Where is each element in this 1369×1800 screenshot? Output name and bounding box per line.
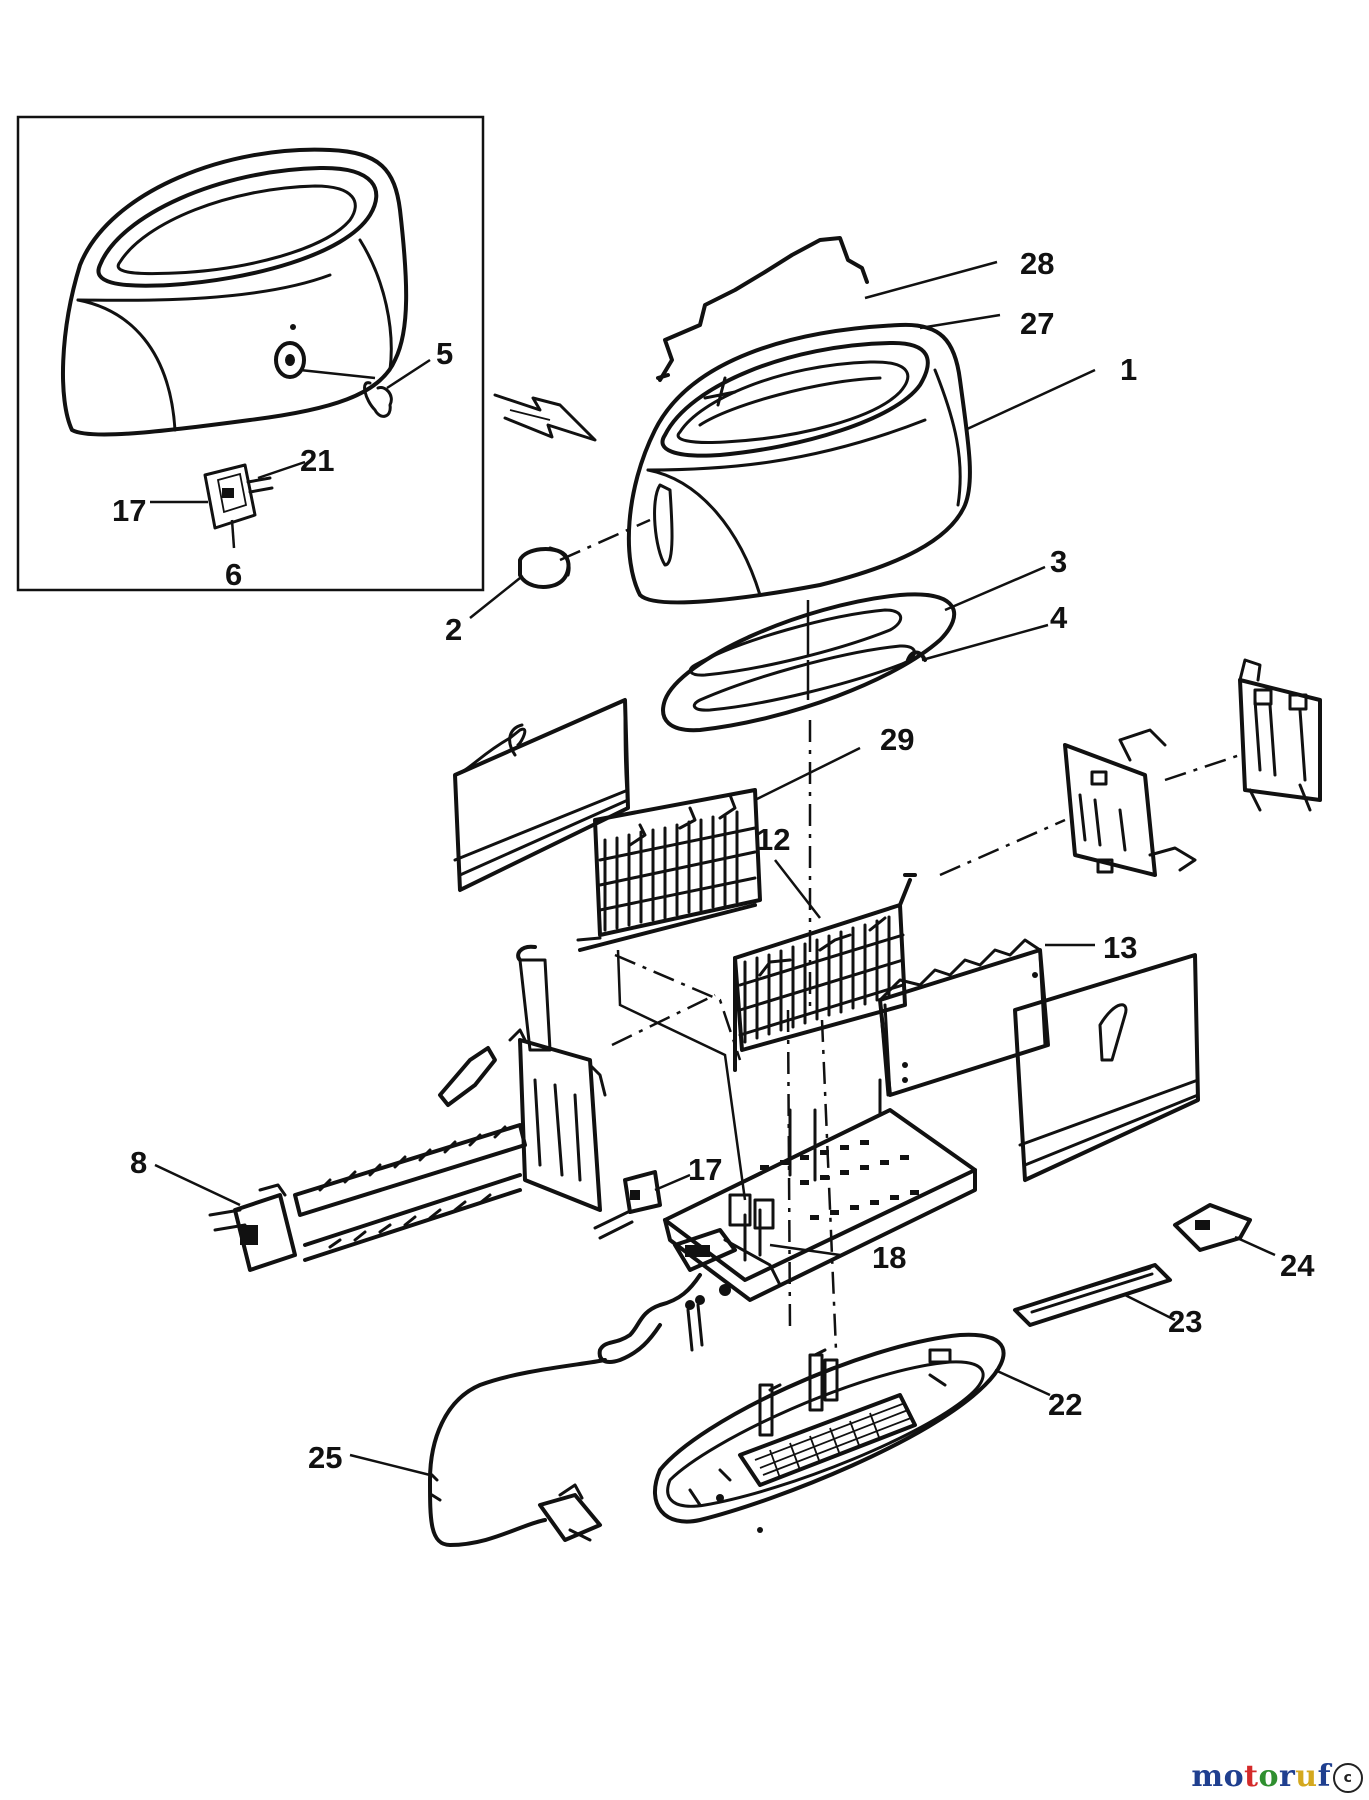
leader-3 <box>944 565 1046 612</box>
copyright-icon: c <box>1333 1763 1363 1793</box>
watermark-letter: f <box>1317 1759 1331 1794</box>
watermark-letter: t <box>1244 1759 1259 1794</box>
label-part-29: 29 <box>880 722 914 757</box>
label-part-17: 17 <box>688 1152 722 1187</box>
leader-28 <box>864 260 998 300</box>
leader-27 <box>919 313 1001 330</box>
watermark-letter: r <box>1278 1759 1296 1794</box>
inset-view <box>16 115 485 592</box>
leader-1 <box>964 368 1096 432</box>
label-part-1: 1 <box>1120 352 1137 387</box>
label-part-17-inset: 17 <box>112 493 146 528</box>
rack-part-13 <box>878 938 1095 1097</box>
label-part-21: 21 <box>300 443 334 478</box>
base-part-22 <box>653 1332 1051 1533</box>
lever-part-28 <box>656 236 869 382</box>
label-part-27: 27 <box>1020 306 1054 341</box>
label-part-24: 24 <box>1280 1248 1315 1283</box>
label-part-23: 23 <box>1168 1304 1202 1339</box>
watermark-letter: o <box>1258 1759 1279 1794</box>
dash-link-a <box>614 953 742 1061</box>
label-part-8: 8 <box>130 1145 147 1180</box>
inset-frame <box>16 115 485 592</box>
top-plate-part-3 <box>661 592 957 733</box>
switch-part-17 <box>593 1170 691 1240</box>
heating-element-part-12 <box>733 859 917 1072</box>
label-part-12: 12 <box>756 822 790 857</box>
power-cord-part-25 <box>349 1273 731 1547</box>
housing-part-1 <box>559 322 972 605</box>
label-part-28: 28 <box>1020 246 1054 281</box>
dash-link-c <box>616 949 747 1201</box>
right-bracket-front <box>1063 728 1241 877</box>
crumb-tray-part-23 <box>1013 1263 1176 1327</box>
chassis-part-18 <box>663 1078 977 1302</box>
label-part-5: 5 <box>436 336 453 371</box>
crumb-plate-part-4 <box>906 623 1049 662</box>
knob-part-2 <box>469 546 571 619</box>
direction-arrow <box>493 393 597 442</box>
label-part-18: 18 <box>872 1240 906 1275</box>
label-part-3: 3 <box>1050 544 1067 579</box>
label-part-22: 22 <box>1048 1387 1082 1422</box>
label-part-6: 6 <box>225 557 242 592</box>
right-bracket-rear <box>1238 658 1322 812</box>
heating-element-part-29 <box>576 746 861 952</box>
left-side-panel <box>453 698 630 892</box>
label-part-2: 2 <box>445 612 462 647</box>
watermark-letter: u <box>1295 1759 1318 1794</box>
label-part-25: 25 <box>308 1440 342 1475</box>
carriage-part-8 <box>154 944 607 1272</box>
label-part-13: 13 <box>1103 930 1137 965</box>
right-side-panel <box>1013 953 1200 1182</box>
bracket-dash-leader <box>939 818 1066 877</box>
button-part-24 <box>1173 1203 1276 1257</box>
label-part-4: 4 <box>1050 600 1068 635</box>
watermark-letter: o <box>1223 1759 1245 1794</box>
dash-link-b <box>611 993 716 1047</box>
watermark-letter: m <box>1191 1759 1224 1794</box>
